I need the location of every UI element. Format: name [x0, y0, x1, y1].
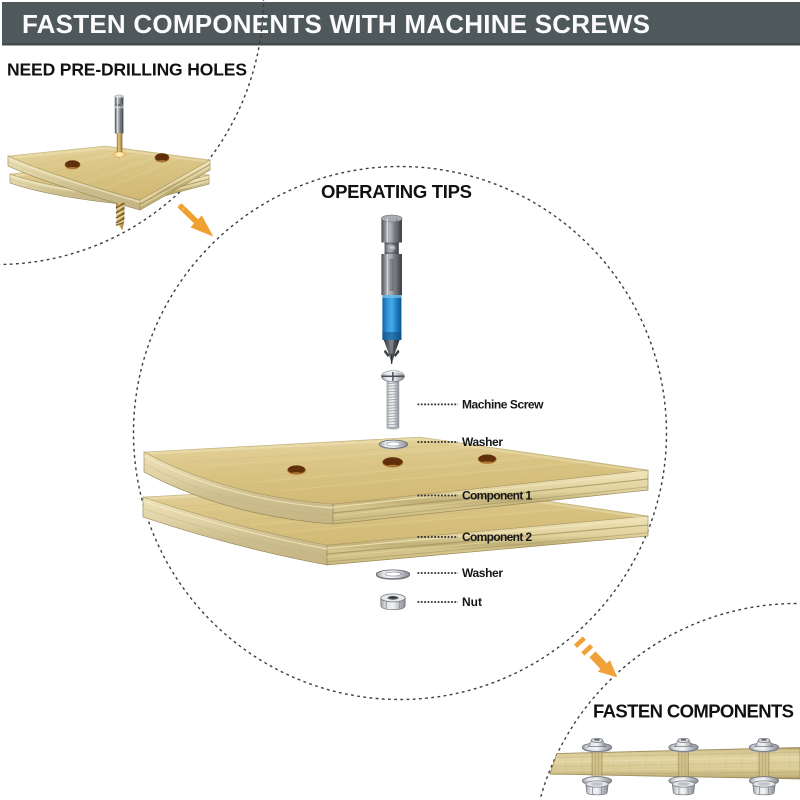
svg-text:OPERATING TIPS: OPERATING TIPS: [321, 181, 472, 202]
svg-text:Nut: Nut: [462, 595, 482, 609]
svg-text:Washer: Washer: [462, 435, 503, 449]
svg-text:FASTEN COMPONENTS: FASTEN COMPONENTS: [593, 701, 794, 722]
svg-text:Component 1: Component 1: [462, 489, 532, 503]
svg-text:Washer: Washer: [462, 566, 503, 580]
svg-text:NEED PRE-DRILLING HOLES: NEED PRE-DRILLING HOLES: [7, 60, 247, 80]
svg-text:Machine Screw: Machine Screw: [462, 398, 544, 412]
svg-text:FASTEN COMPONENTS WITH MACHINE: FASTEN COMPONENTS WITH MACHINE SCREWS: [22, 9, 650, 39]
svg-text:Component 2: Component 2: [462, 530, 532, 544]
